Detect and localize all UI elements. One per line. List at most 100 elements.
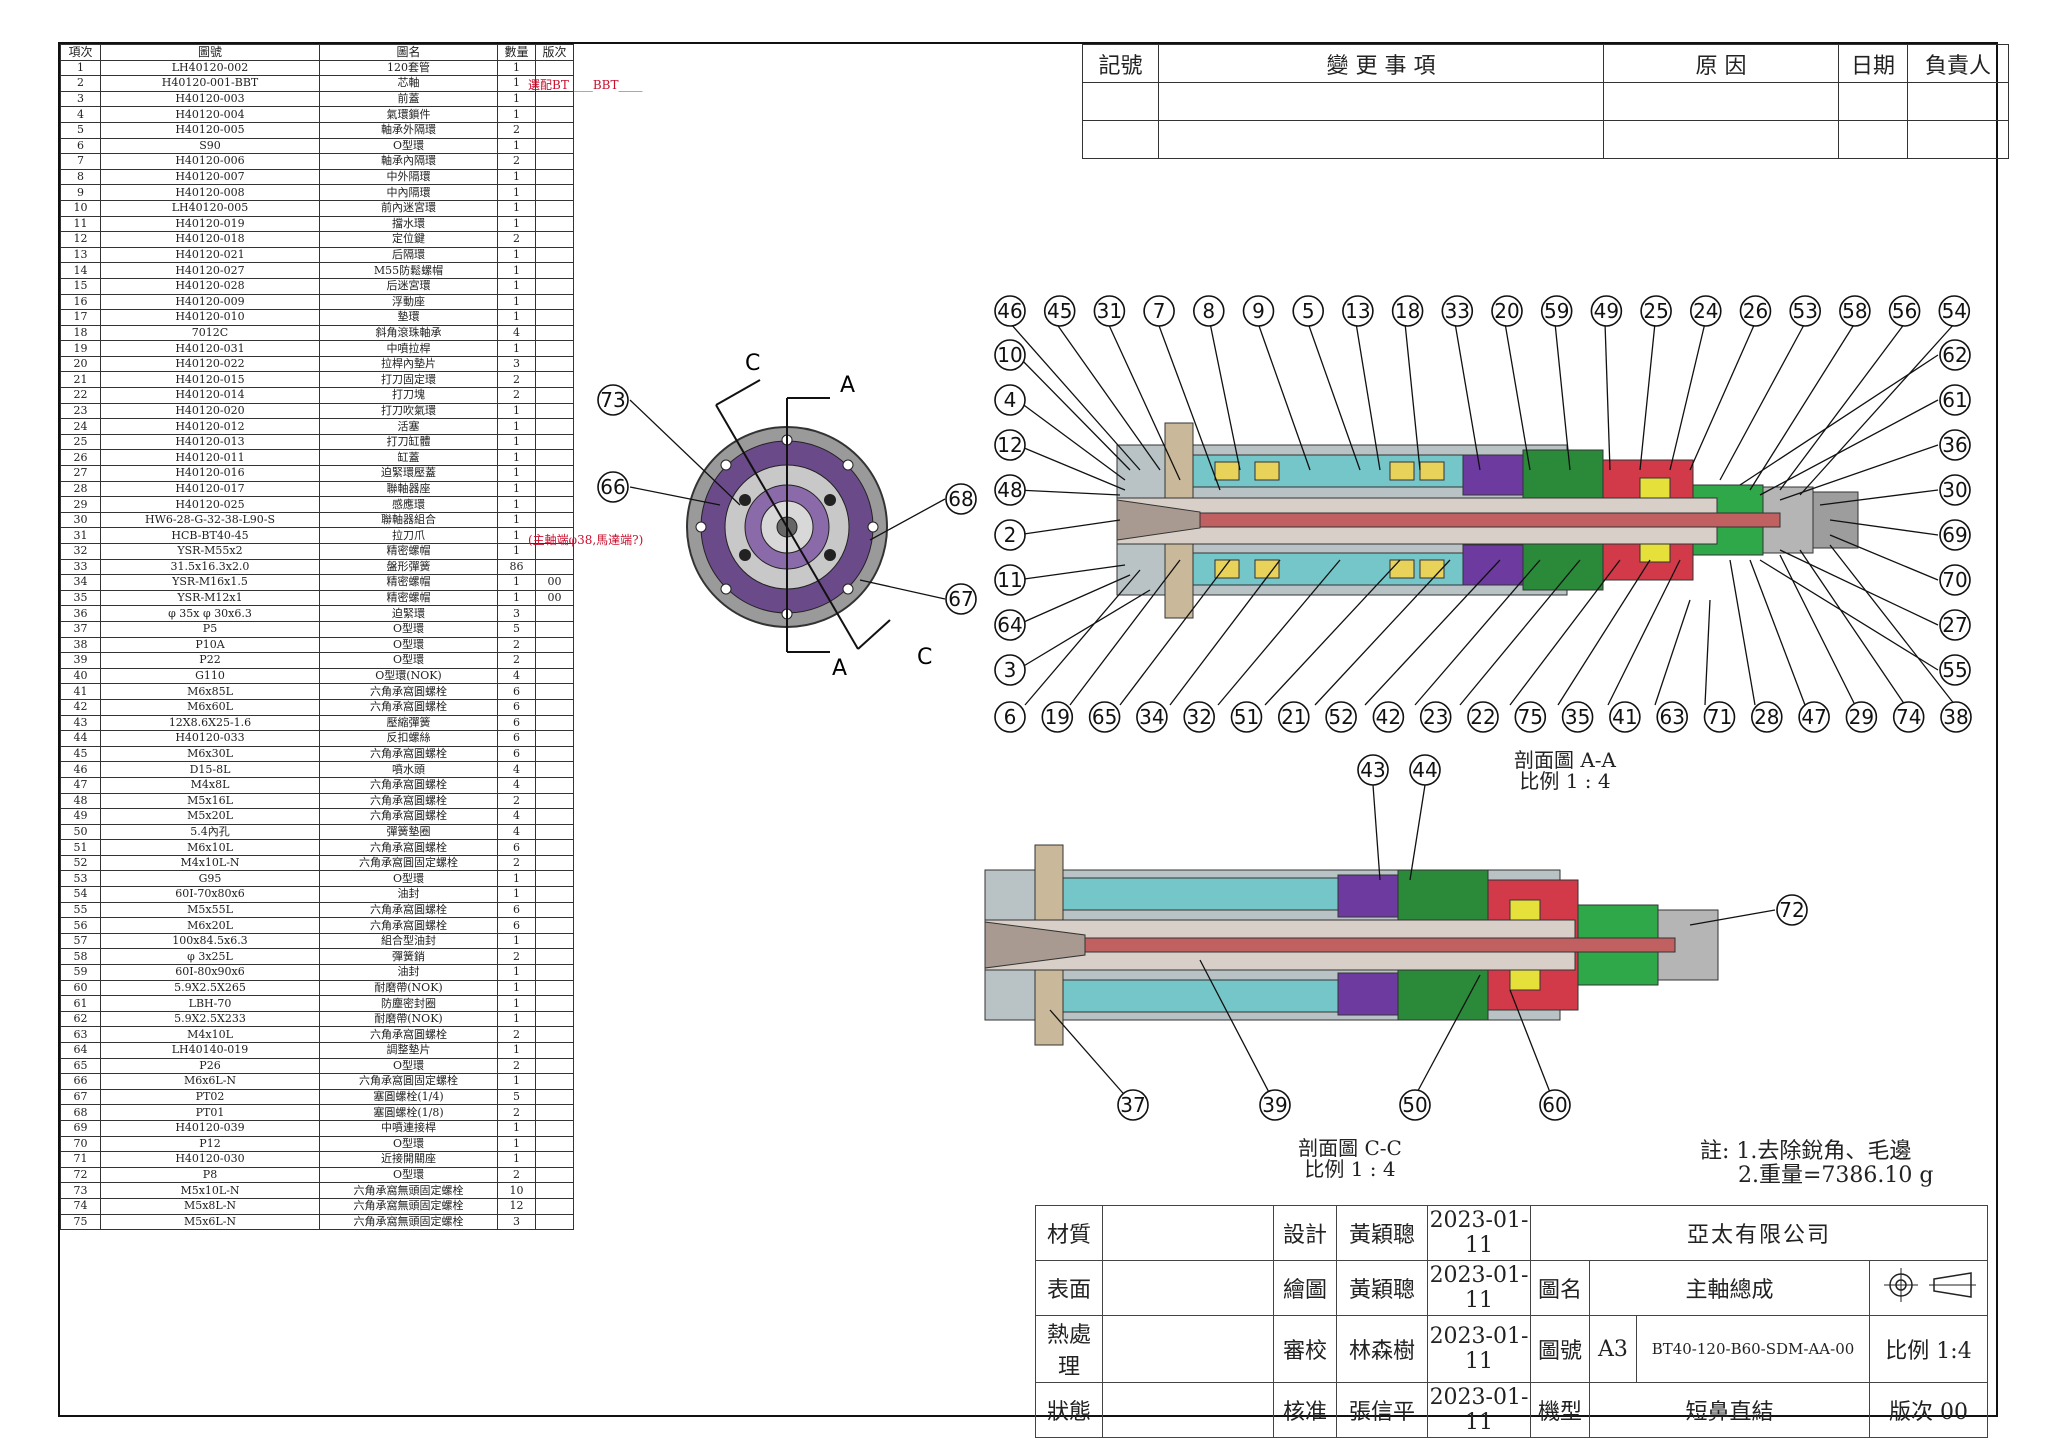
callout-balloon: 3	[994, 654, 1026, 686]
callout-balloon: 66	[597, 471, 629, 503]
balloon-number: 18	[1395, 299, 1420, 323]
callout-balloon: 11	[994, 564, 1026, 596]
callout-balloon: 8	[1193, 295, 1225, 327]
balloon-number: 22	[1470, 705, 1495, 729]
callout-balloon: 9	[1242, 295, 1275, 327]
balloon-number: 54	[1942, 299, 1967, 323]
balloon-number: 36	[1942, 433, 1967, 457]
callout-balloon: 60	[1539, 1089, 1571, 1121]
balloon-number: 8	[1202, 299, 1215, 323]
balloon-number: 39	[1262, 1093, 1287, 1117]
balloon-number: 32	[1186, 705, 1211, 729]
callout-balloon: 32	[1183, 701, 1215, 733]
callout-balloon: 39	[1259, 1089, 1291, 1121]
rev-header-change: 變 更 事 項	[1158, 44, 1604, 83]
balloon-number: 2	[1004, 523, 1017, 547]
balloon-number: 71	[1707, 705, 1732, 729]
model-value: 短鼻直結	[1589, 1382, 1870, 1438]
callout-balloon: 75	[1514, 701, 1547, 733]
company-name: 亞太有限公司	[1530, 1205, 1988, 1261]
scale-value: 1:4	[1936, 1339, 1972, 1364]
approve-label: 核准	[1273, 1382, 1337, 1438]
balloon-number: 51	[1234, 705, 1259, 729]
section-cc-caption: 剖面圖 C-C 比例 1 : 4	[1275, 1138, 1425, 1180]
callout-balloon: 59	[1540, 295, 1573, 327]
balloon-number: 62	[1942, 343, 1967, 367]
bom-cell-part-name: 六角承窩無頭固定螺栓	[319, 1213, 498, 1231]
check-label: 審校	[1273, 1315, 1337, 1383]
bom-cell-item: 75	[60, 1213, 101, 1231]
balloon-number: 56	[1892, 299, 1917, 323]
cut-label-c-top: C	[745, 351, 760, 376]
note-line-1: 註: 1.去除銳角、毛邊	[1700, 1139, 1912, 1164]
callout-balloon: 25	[1640, 295, 1672, 327]
balloon-number: 63	[1659, 705, 1684, 729]
number-label: 圖號	[1530, 1315, 1590, 1383]
sheet-size: A3	[1589, 1315, 1637, 1383]
callout-balloon: 74	[1892, 701, 1925, 733]
drawing-date: 2023-01-11	[1427, 1260, 1531, 1316]
balloon-number: 30	[1942, 478, 1967, 502]
heat-treatment-label: 熱處理	[1035, 1315, 1103, 1383]
callout-balloon: 46	[994, 295, 1026, 327]
balloon-number: 25	[1643, 299, 1668, 323]
balloon-number: 41	[1612, 705, 1637, 729]
drawing-number: BT40-120-B60-SDM-AA-00	[1636, 1315, 1870, 1383]
drafter-name: 黃穎聰	[1336, 1260, 1428, 1316]
callout-balloon: 63	[1656, 701, 1688, 733]
balloon-number: 64	[997, 613, 1022, 637]
callout-balloon: 41	[1609, 701, 1641, 733]
callout-balloon: 45	[1043, 295, 1076, 327]
section-cc-scale: 比例 1 : 4	[1304, 1157, 1396, 1181]
callout-balloon: 12	[994, 429, 1026, 461]
balloon-number: 34	[1139, 705, 1164, 729]
balloon-number: 55	[1942, 658, 1967, 682]
design-label: 設計	[1273, 1205, 1337, 1261]
balloon-number: 66	[600, 475, 625, 499]
callout-balloon: 24	[1690, 295, 1722, 327]
rev-row	[1082, 82, 2009, 121]
balloon-number: 21	[1281, 705, 1306, 729]
balloon-number: 27	[1942, 613, 1967, 637]
balloon-number: 52	[1328, 705, 1353, 729]
balloon-number: 12	[997, 433, 1022, 457]
balloon-number: 11	[997, 568, 1022, 592]
callout-balloon: 27	[1939, 609, 1971, 641]
projection-symbol	[1869, 1260, 1988, 1316]
callout-balloon: 48	[994, 474, 1026, 506]
material-label: 材質	[1035, 1205, 1103, 1261]
surface-label: 表面	[1035, 1260, 1103, 1316]
projection-icon	[1883, 1268, 1976, 1302]
balloon-number: 24	[1693, 299, 1718, 323]
callout-balloon: 5	[1292, 295, 1324, 327]
balloon-number: 26	[1743, 299, 1768, 323]
section-aa-title: 剖面圖 A-A	[1513, 748, 1616, 772]
cut-label-a-bottom: A	[832, 656, 847, 681]
balloon-number: 72	[1779, 898, 1804, 922]
callout-balloon: 65	[1088, 701, 1121, 733]
callout-balloon: 35	[1561, 701, 1594, 733]
callout-balloon: 7	[1143, 295, 1175, 327]
callout-balloon: 70	[1939, 564, 1971, 596]
end-view: A A C C	[686, 351, 932, 681]
